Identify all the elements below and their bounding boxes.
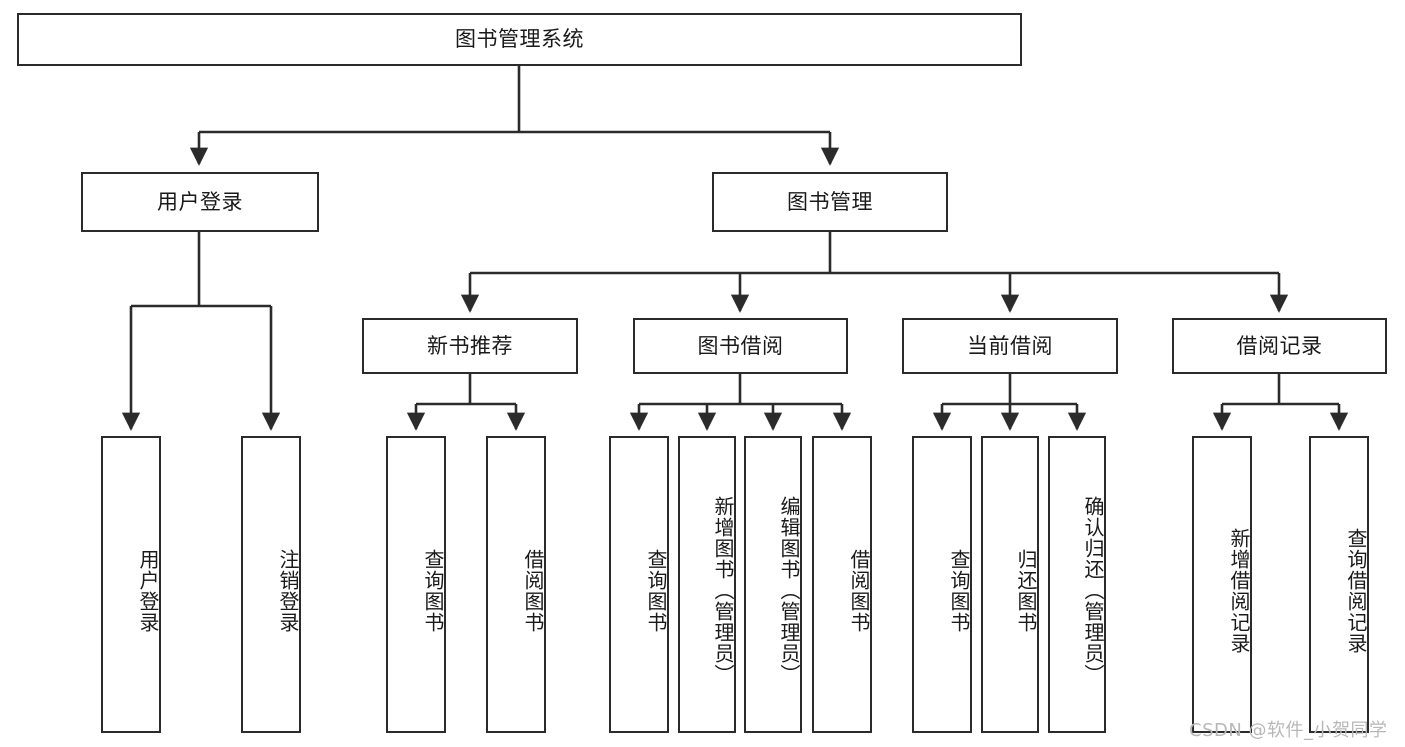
- leaf-label: 查询图书: [421, 548, 445, 633]
- node-book-management[interactable]: 图书管理: [712, 172, 948, 232]
- leaf-label: 新增图书（管理员）: [711, 496, 735, 685]
- leaf-user-login-signin[interactable]: 用户登录: [101, 436, 161, 733]
- node-root-label: 图书管理系统: [455, 27, 584, 52]
- leaf-current-return-book[interactable]: 归还图书: [981, 436, 1039, 733]
- leaf-borrow-borrow-book[interactable]: 借阅图书: [812, 436, 872, 733]
- node-root[interactable]: 图书管理系统: [17, 13, 1022, 66]
- leaf-current-query-book[interactable]: 查询图书: [912, 436, 972, 733]
- node-book-management-label: 图书管理: [787, 189, 873, 214]
- node-book-borrow-label: 图书借阅: [697, 333, 784, 358]
- watermark: CSDN @软件_小贺同学: [1189, 720, 1388, 741]
- leaf-label: 查询图书: [947, 548, 971, 633]
- leaf-new-book-query[interactable]: 查询图书: [386, 436, 446, 733]
- node-borrow-record[interactable]: 借阅记录: [1172, 318, 1387, 374]
- leaf-label: 用户登录: [136, 548, 160, 633]
- node-user-login-label: 用户登录: [157, 189, 243, 214]
- leaf-borrow-edit-book-admin[interactable]: 编辑图书（管理员）: [744, 436, 802, 733]
- leaf-user-login-signout[interactable]: 注销登录: [241, 436, 301, 733]
- leaf-current-confirm-return-admin[interactable]: 确认归还（管理员）: [1048, 436, 1106, 733]
- leaf-label: 借阅图书: [847, 548, 871, 633]
- node-current-borrow-label: 当前借阅: [967, 333, 1053, 358]
- leaf-borrow-query-book[interactable]: 查询图书: [609, 436, 669, 733]
- node-user-login[interactable]: 用户登录: [81, 172, 319, 232]
- leaf-label: 查询图书: [644, 548, 668, 633]
- leaf-record-add[interactable]: 新增借阅记录: [1192, 436, 1252, 733]
- leaf-label: 查询借阅记录: [1344, 527, 1368, 654]
- node-new-book-recommend[interactable]: 新书推荐: [362, 318, 578, 374]
- leaf-borrow-add-book-admin[interactable]: 新增图书（管理员）: [678, 436, 736, 733]
- node-borrow-record-label: 借阅记录: [1236, 333, 1323, 358]
- leaf-record-query[interactable]: 查询借阅记录: [1309, 436, 1369, 733]
- node-book-borrow[interactable]: 图书借阅: [633, 318, 848, 374]
- leaf-label: 归还图书: [1014, 548, 1038, 633]
- leaf-label: 注销登录: [276, 548, 300, 633]
- node-current-borrow[interactable]: 当前借阅: [902, 318, 1118, 374]
- leaf-label: 编辑图书（管理员）: [777, 496, 801, 685]
- leaf-label: 借阅图书: [521, 548, 545, 633]
- leaf-label: 确认归还（管理员）: [1081, 496, 1105, 685]
- leaf-label: 新增借阅记录: [1227, 527, 1251, 654]
- node-new-book-recommend-label: 新书推荐: [427, 333, 513, 358]
- leaf-new-book-borrow[interactable]: 借阅图书: [486, 436, 546, 733]
